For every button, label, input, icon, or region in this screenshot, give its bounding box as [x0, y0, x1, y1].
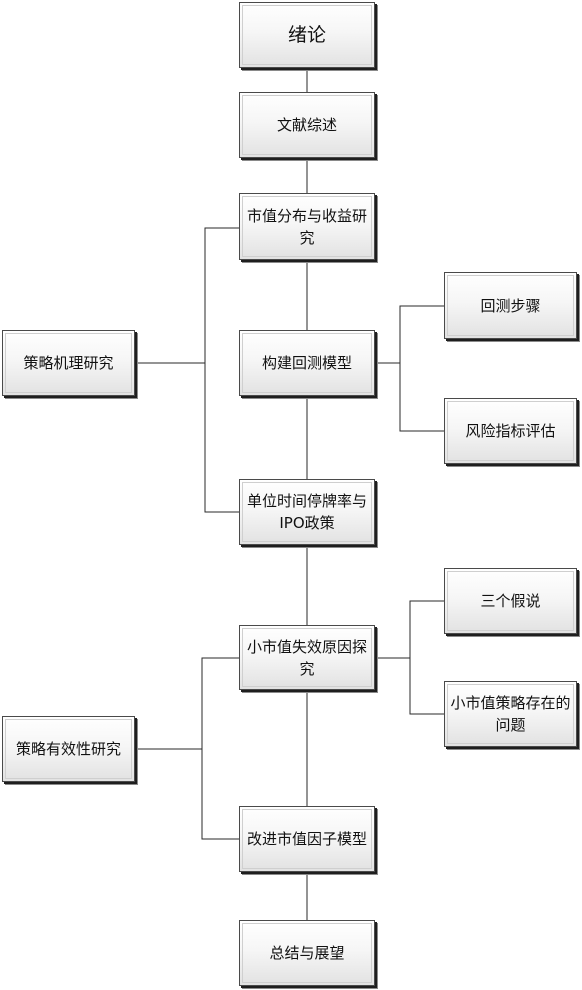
node-effectiveness: 策略有效性研究: [2, 716, 135, 782]
node-failure-causes: 小市值失效原因探究: [239, 625, 375, 690]
node-halt-ipo: 单位时间停牌率与IPO政策: [239, 479, 375, 545]
bracket-fail: [409, 600, 444, 715]
node-cap-distribution: 市值分布与收益研究: [239, 193, 375, 260]
node-risk-metrics: 风险指标评估: [444, 398, 577, 464]
node-strategy-problems: 小市值策略存在的问题: [444, 681, 577, 747]
node-intro: 绪论: [239, 2, 375, 68]
bracket-effectiveness: [201, 657, 239, 840]
node-backtest-steps: 回测步骤: [444, 272, 577, 339]
node-literature-review: 文献综述: [239, 92, 375, 158]
node-backtest-model: 构建回测模型: [239, 330, 375, 396]
node-mechanism: 策略机理研究: [2, 330, 135, 396]
node-summary: 总结与展望: [239, 920, 375, 986]
bracket-backtest: [399, 305, 444, 432]
node-improved-model: 改进市值因子模型: [239, 806, 375, 872]
bracket-mechanism: [204, 227, 239, 513]
node-hypotheses: 三个假说: [444, 568, 577, 634]
